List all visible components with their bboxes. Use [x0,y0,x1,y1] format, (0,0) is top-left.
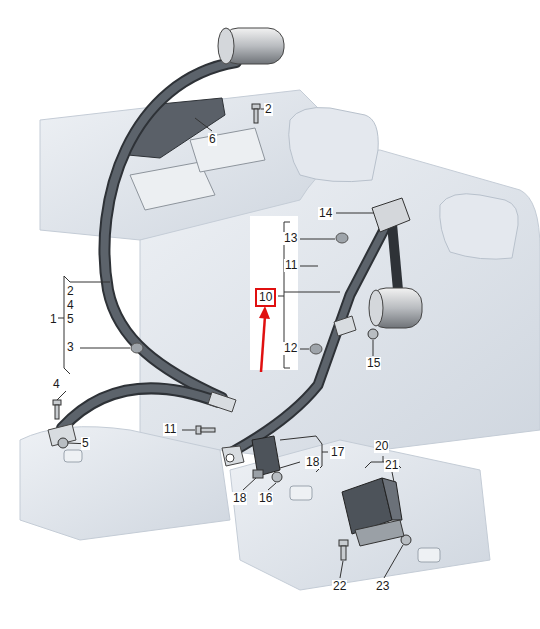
callout-number: 22 [332,580,347,593]
belt-tongue [208,392,236,412]
callout-number: 12 [283,342,298,355]
callout-number: 18 [232,492,247,505]
callout-number: 11 [163,423,177,436]
callout-number: 6 [208,133,217,146]
highlight-arrowhead [259,306,270,319]
bolts [53,104,348,560]
highlight-arrow [261,316,265,372]
retractor-end [369,290,383,326]
group-brackets [58,222,401,472]
anchor-fitting [222,446,244,466]
stop-button [310,344,322,354]
label-panel [250,216,298,370]
floor-fitting [64,450,82,462]
floor-fitting [418,548,440,562]
callout-number: 23 [375,580,390,593]
belt-webbing [232,222,388,452]
callout-number: 5 [66,313,75,326]
callout-number: 16 [258,492,273,505]
retractor-end [218,28,234,64]
callout-number: 18 [305,456,320,469]
stop-button [336,233,348,243]
callout-number: 15 [366,357,381,370]
buckle-base [355,520,404,546]
buckle-base [253,470,263,478]
callout-number: 2 [264,103,273,116]
callout-number: 20 [374,440,389,453]
buckle [382,478,402,520]
highlight-box: 10 [255,288,276,307]
belt-webbing [62,388,218,428]
callout-number: 13 [283,232,298,245]
belt-webbing [392,224,398,290]
nuts [58,329,411,545]
belt-tongue [334,316,356,336]
anchor-hole [226,454,234,462]
callout-number: 11 [284,259,298,272]
headrest [289,108,378,182]
callout-number: 10 [259,290,272,304]
headrest [440,194,519,259]
mount-plate [190,128,265,172]
leader-lines [57,109,403,578]
callout-number: 4 [66,299,75,312]
callout-number: 1 [49,313,58,326]
belt-webbing [232,222,388,452]
callout-number: 21 [384,459,399,472]
belt-guide [372,198,410,232]
callout-number: 4 [52,378,61,391]
callout-number: 14 [318,207,333,220]
callout-number: 5 [81,437,90,450]
retractor [370,288,422,328]
floor-fitting [290,486,312,500]
callout-number: 17 [330,446,345,459]
belt-webbing [62,388,218,428]
stop-button [131,343,143,353]
callout-number: 2 [66,285,75,298]
callout-number: 3 [66,341,75,354]
